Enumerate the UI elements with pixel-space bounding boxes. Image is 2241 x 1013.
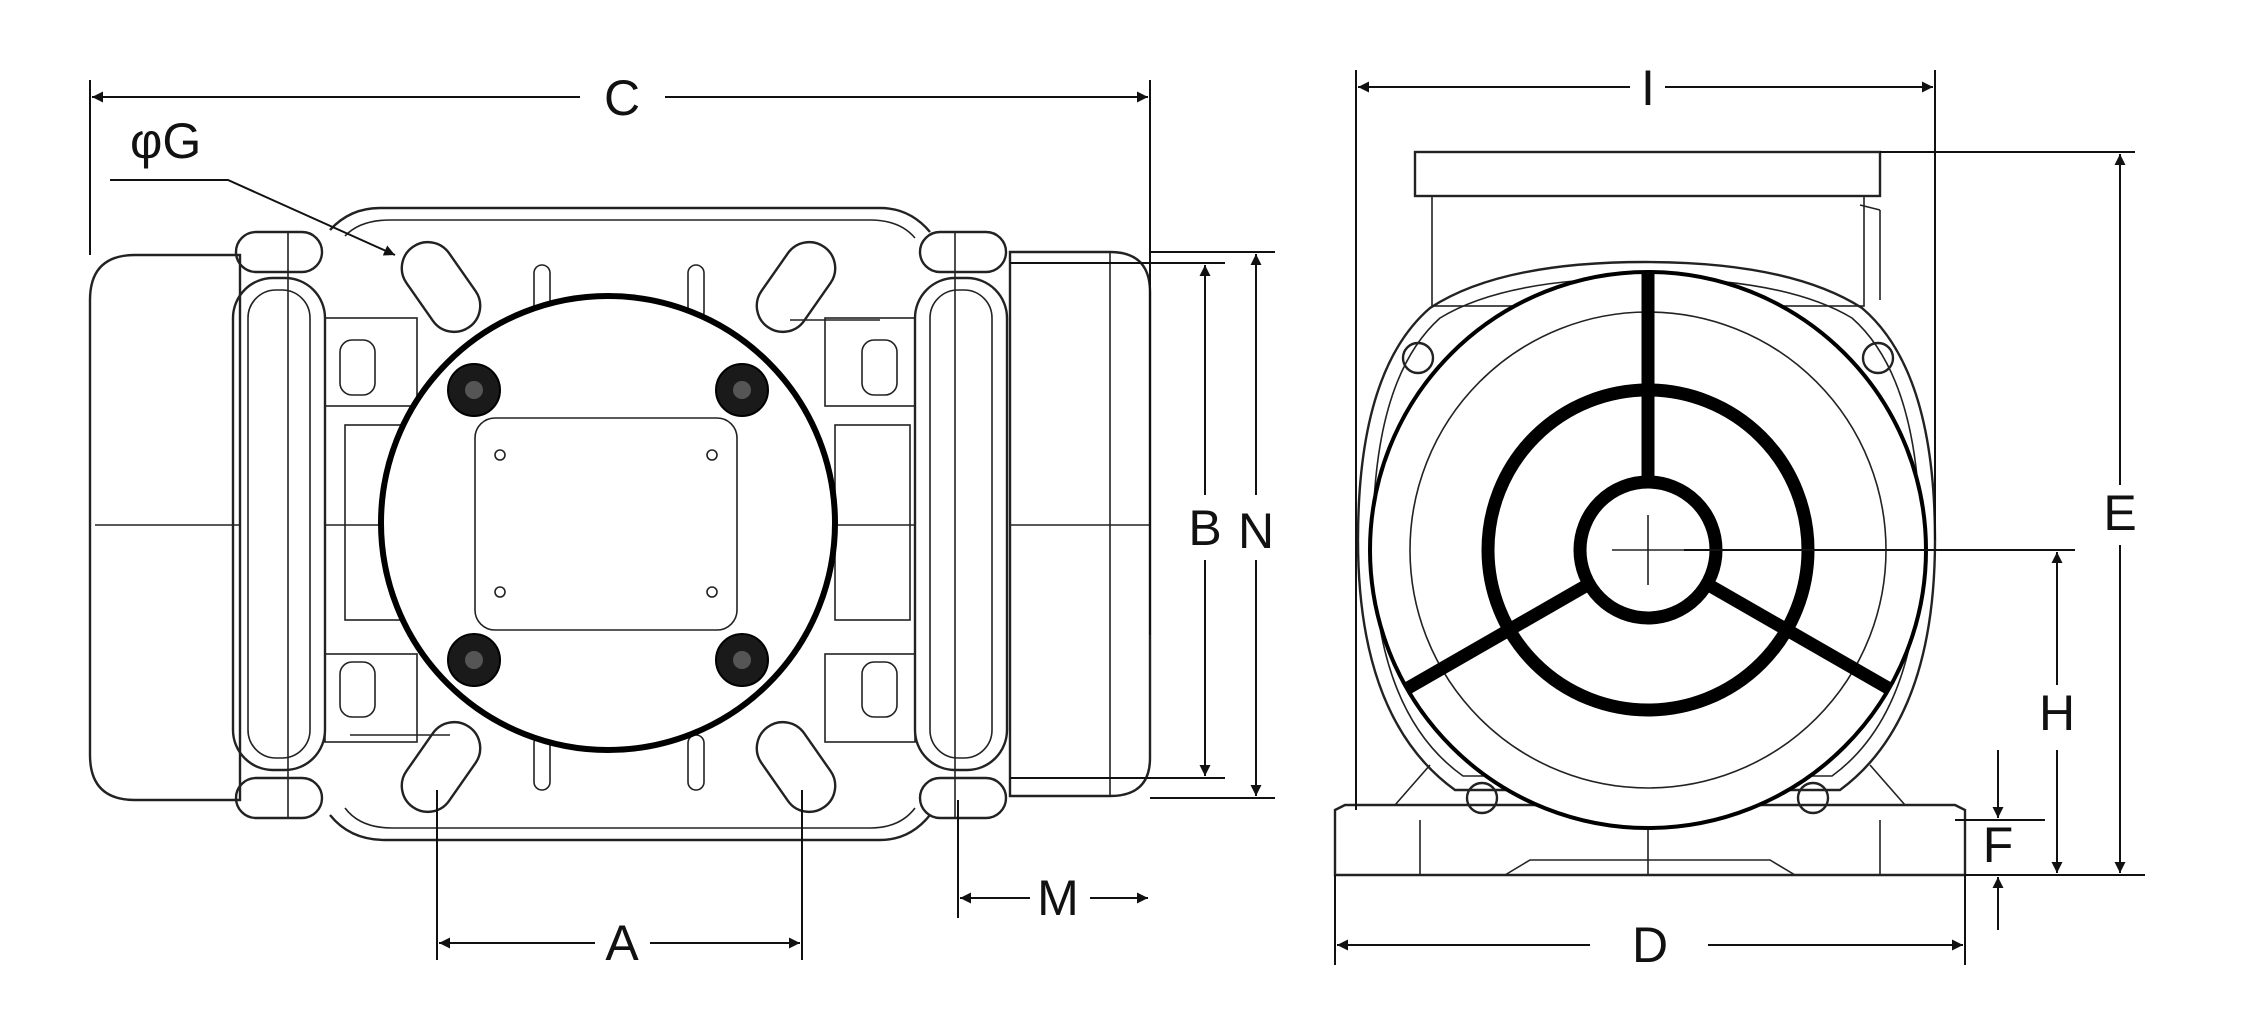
dim-label-b: B xyxy=(1188,500,1221,556)
front-base-top xyxy=(1345,764,1955,806)
side-right-lug-bottom xyxy=(918,776,1008,820)
dim-label-a: A xyxy=(605,915,639,971)
side-left-lug-bottom xyxy=(234,776,324,820)
side-nameplate-screws xyxy=(494,449,718,598)
side-cover-bolts xyxy=(447,363,769,687)
front-emblem-spoke-right xyxy=(1703,578,1892,694)
dim-label-h: H xyxy=(2039,685,2075,741)
front-top-edge xyxy=(1859,204,1881,211)
front-housing xyxy=(1356,260,1937,792)
dim-label-f: F xyxy=(1983,817,2014,873)
dim-label-g: φG xyxy=(130,113,201,169)
side-view: C φG A M B N xyxy=(88,70,1275,971)
side-left-flange xyxy=(231,276,327,772)
dim-label-n: N xyxy=(1238,503,1274,559)
side-center-cover xyxy=(378,293,838,753)
dim-label-i: I xyxy=(1641,60,1655,116)
front-mounting-holes xyxy=(1401,341,1895,815)
side-mounting-slots xyxy=(400,240,837,814)
dim-label-e: E xyxy=(2103,485,2136,541)
front-top-plate xyxy=(1413,150,1882,198)
side-housing-outline xyxy=(329,206,931,842)
side-right-flange-inner xyxy=(929,289,993,759)
dim-label-d: D xyxy=(1632,917,1668,973)
side-right-flange xyxy=(913,276,1009,772)
side-right-lug-top xyxy=(918,230,1008,274)
side-internal-structure xyxy=(324,317,916,743)
side-housing-inner xyxy=(344,219,916,829)
side-left-endcap xyxy=(88,253,242,802)
side-left-flange-inner xyxy=(247,289,311,759)
side-right-endcap xyxy=(1008,250,1152,798)
front-emblem-spoke-left xyxy=(1404,578,1593,694)
front-base-arch xyxy=(1419,820,1881,876)
dim-g-leader xyxy=(110,179,396,256)
side-nameplate xyxy=(474,417,738,631)
front-view: I E H F D xyxy=(1333,60,2145,973)
dim-label-c: C xyxy=(604,70,640,126)
side-left-lug-top xyxy=(234,230,324,274)
dim-label-m: M xyxy=(1037,870,1079,926)
